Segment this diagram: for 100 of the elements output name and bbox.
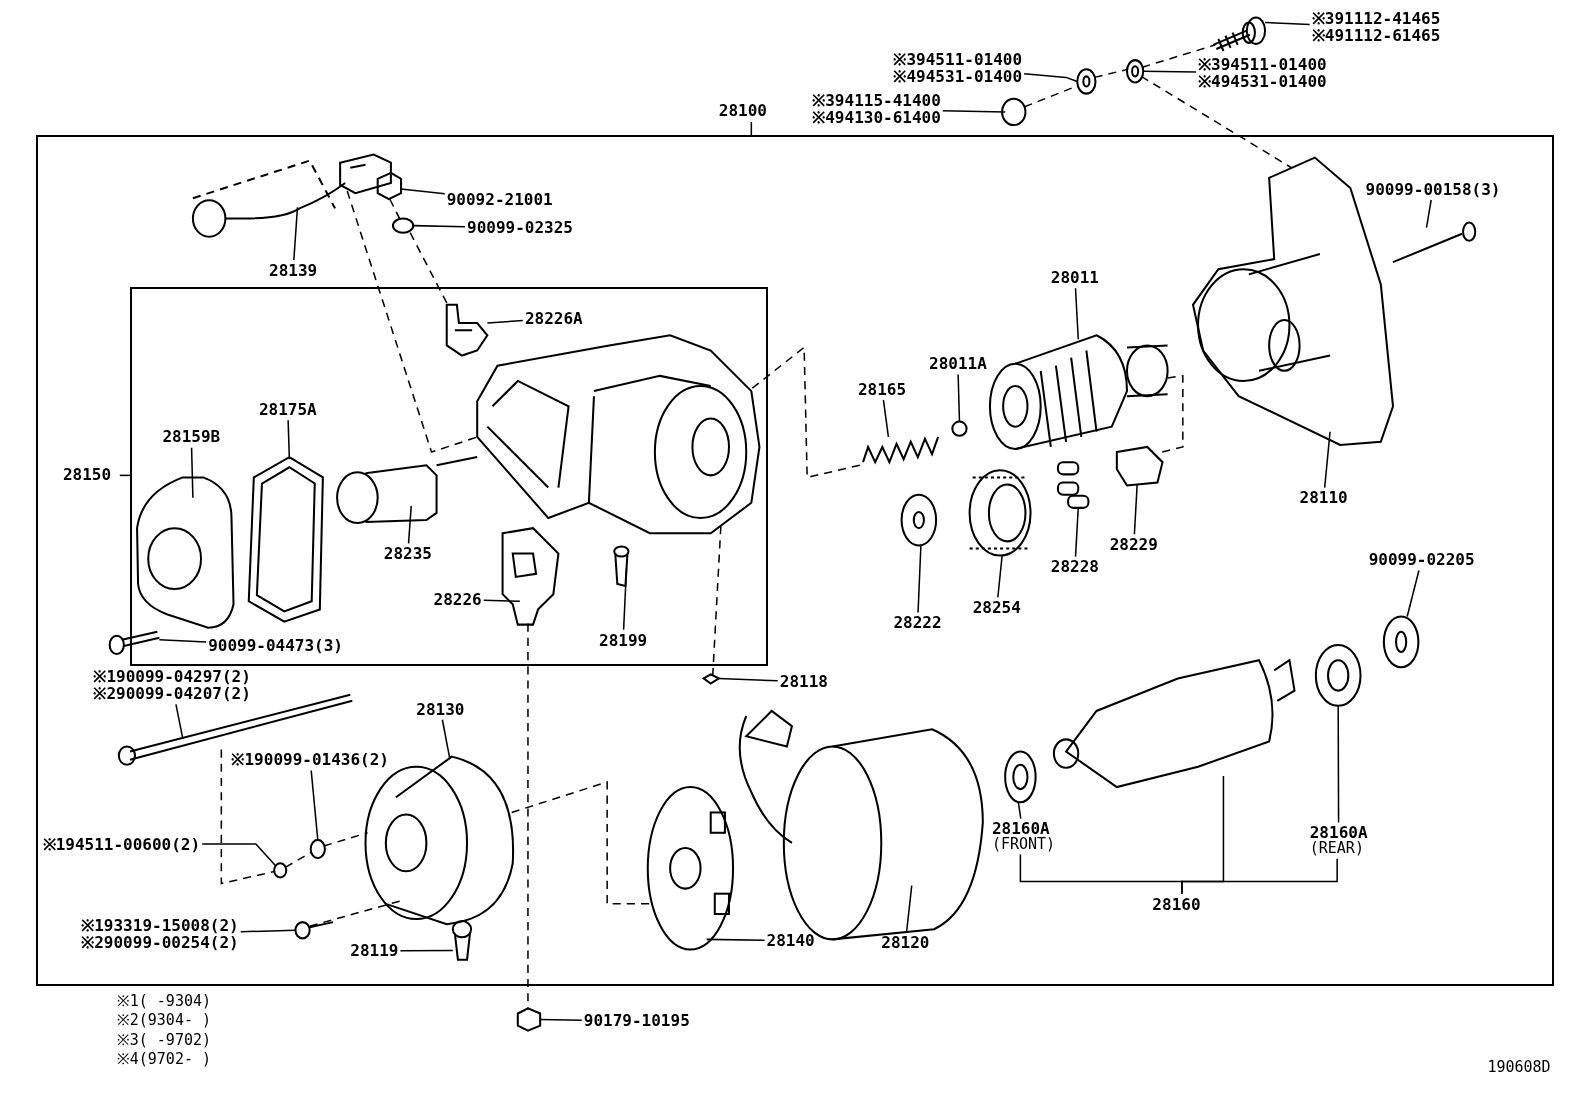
part-number: ※391112-41465 — [1311, 10, 1441, 28]
footnote-text: ※3( -9702) — [116, 1031, 212, 1049]
assembly-line — [1023, 84, 1079, 108]
leader-line — [942, 110, 1006, 113]
drawing-code: 190608D — [1487, 1058, 1551, 1076]
assembly-line — [1093, 68, 1129, 79]
assembly-line — [323, 832, 369, 847]
part-number: 28222 — [893, 614, 942, 632]
leader-line — [718, 677, 779, 682]
part-number: 28254 — [972, 599, 1021, 616]
leader-line — [293, 206, 299, 261]
part-number: 28160A — [991, 820, 1050, 838]
screw-drawing — [294, 921, 334, 940]
part-number: ※193319-15008(2) — [81, 916, 239, 934]
part-number: ※194511-00600(2) — [42, 835, 201, 853]
part-number: 28140 — [766, 932, 815, 950]
part-number: 28011A — [929, 355, 987, 373]
leader-line — [287, 419, 291, 460]
pin-drawing — [451, 920, 473, 961]
leader-line — [441, 719, 451, 760]
leader-line — [486, 319, 524, 324]
leader-line — [1406, 569, 1420, 618]
leader-line — [1264, 21, 1311, 26]
leader-line — [882, 399, 890, 438]
leader-line — [905, 884, 913, 934]
footnote-text: ※2(9304- ) — [116, 1012, 212, 1030]
footnote-text: ※1( -9304) — [116, 992, 212, 1010]
part-number: 90179-10195 — [583, 1012, 690, 1030]
bolt-drawing — [1212, 16, 1267, 52]
part-number: ※494531-01400 — [1198, 72, 1327, 90]
leader-line — [1133, 483, 1138, 536]
part-number: 28130 — [416, 700, 465, 718]
part-number: ※494130-61400 — [812, 109, 941, 127]
leader-line — [1142, 70, 1197, 73]
assembly-line — [409, 231, 449, 306]
assembly-line — [712, 525, 722, 677]
leader-line — [1074, 287, 1079, 341]
assembly-line — [510, 780, 651, 905]
leader-line — [412, 224, 466, 228]
leader-line — [239, 929, 297, 933]
cover-drawing — [136, 476, 235, 629]
part-number: 28118 — [779, 673, 828, 691]
assembly-line — [346, 190, 479, 453]
ring-drawing — [273, 862, 288, 879]
ring-drawing — [391, 217, 415, 234]
part-number: ※494531-01400 — [893, 67, 1023, 85]
terminal-drawing — [445, 303, 489, 357]
assembly-line — [389, 198, 401, 221]
leader-line — [1181, 857, 1338, 895]
contact-drawing — [501, 527, 560, 626]
leader-line — [1074, 507, 1079, 558]
leader-line — [310, 769, 319, 841]
assembly-line — [308, 900, 402, 927]
bolt-drawing — [1392, 221, 1477, 264]
part-number: 90099-02205 — [1368, 551, 1475, 569]
bearing-drawing — [1314, 643, 1362, 707]
leader-line — [482, 599, 521, 603]
position-note: (REAR) — [1309, 841, 1365, 857]
nut-drawing — [516, 1007, 542, 1032]
part-number: 28160A — [1309, 824, 1368, 842]
part-number: 28011 — [1050, 269, 1099, 287]
leader-line — [1425, 199, 1432, 229]
drive-clutch-drawing — [988, 334, 1169, 450]
assembly-line — [284, 851, 313, 869]
part-number: ※394511-01400 — [1198, 55, 1327, 73]
leader-line — [399, 949, 454, 952]
spring-drawing — [862, 436, 940, 465]
leader-line — [1337, 705, 1340, 824]
nut-drawing — [376, 171, 403, 201]
part-number: 28160 — [1152, 895, 1201, 913]
washer-drawing — [1076, 68, 1097, 95]
leader-line — [400, 188, 446, 195]
drive-housing-drawing — [476, 334, 761, 535]
assembly-number: 28150 — [62, 466, 112, 483]
assembly-number: 28100 — [718, 101, 767, 119]
leader-line — [957, 373, 961, 423]
leader-line — [407, 505, 412, 545]
leader-line — [917, 544, 922, 614]
part-number: 90099-00158(3) — [1365, 180, 1501, 198]
assembly-line — [220, 748, 276, 885]
leader-line — [175, 703, 184, 740]
gear-drawing — [968, 469, 1032, 557]
part-number: 28165 — [857, 380, 907, 398]
armature-drawing — [1052, 658, 1296, 789]
part-number: 28226 — [433, 590, 482, 608]
part-number: 90099-04473(3) — [208, 636, 343, 654]
part-number: ※290099-04207(2) — [93, 685, 251, 703]
ring-drawing — [1001, 97, 1027, 127]
part-number: 90099-02325 — [467, 219, 573, 237]
brush-plate-drawing — [646, 786, 735, 951]
part-number: ※491112-61465 — [1311, 27, 1441, 45]
lead-wire-drawing — [191, 153, 392, 238]
part-number: 28175A — [258, 401, 317, 419]
leader-line — [158, 639, 207, 643]
leader-line — [1023, 72, 1078, 83]
plunger-drawing — [336, 456, 479, 525]
part-number: 90092-21001 — [446, 190, 553, 208]
part-number: 28110 — [1299, 489, 1348, 507]
position-note: (FRONT) — [991, 837, 1056, 853]
assembly-line — [1141, 44, 1217, 68]
